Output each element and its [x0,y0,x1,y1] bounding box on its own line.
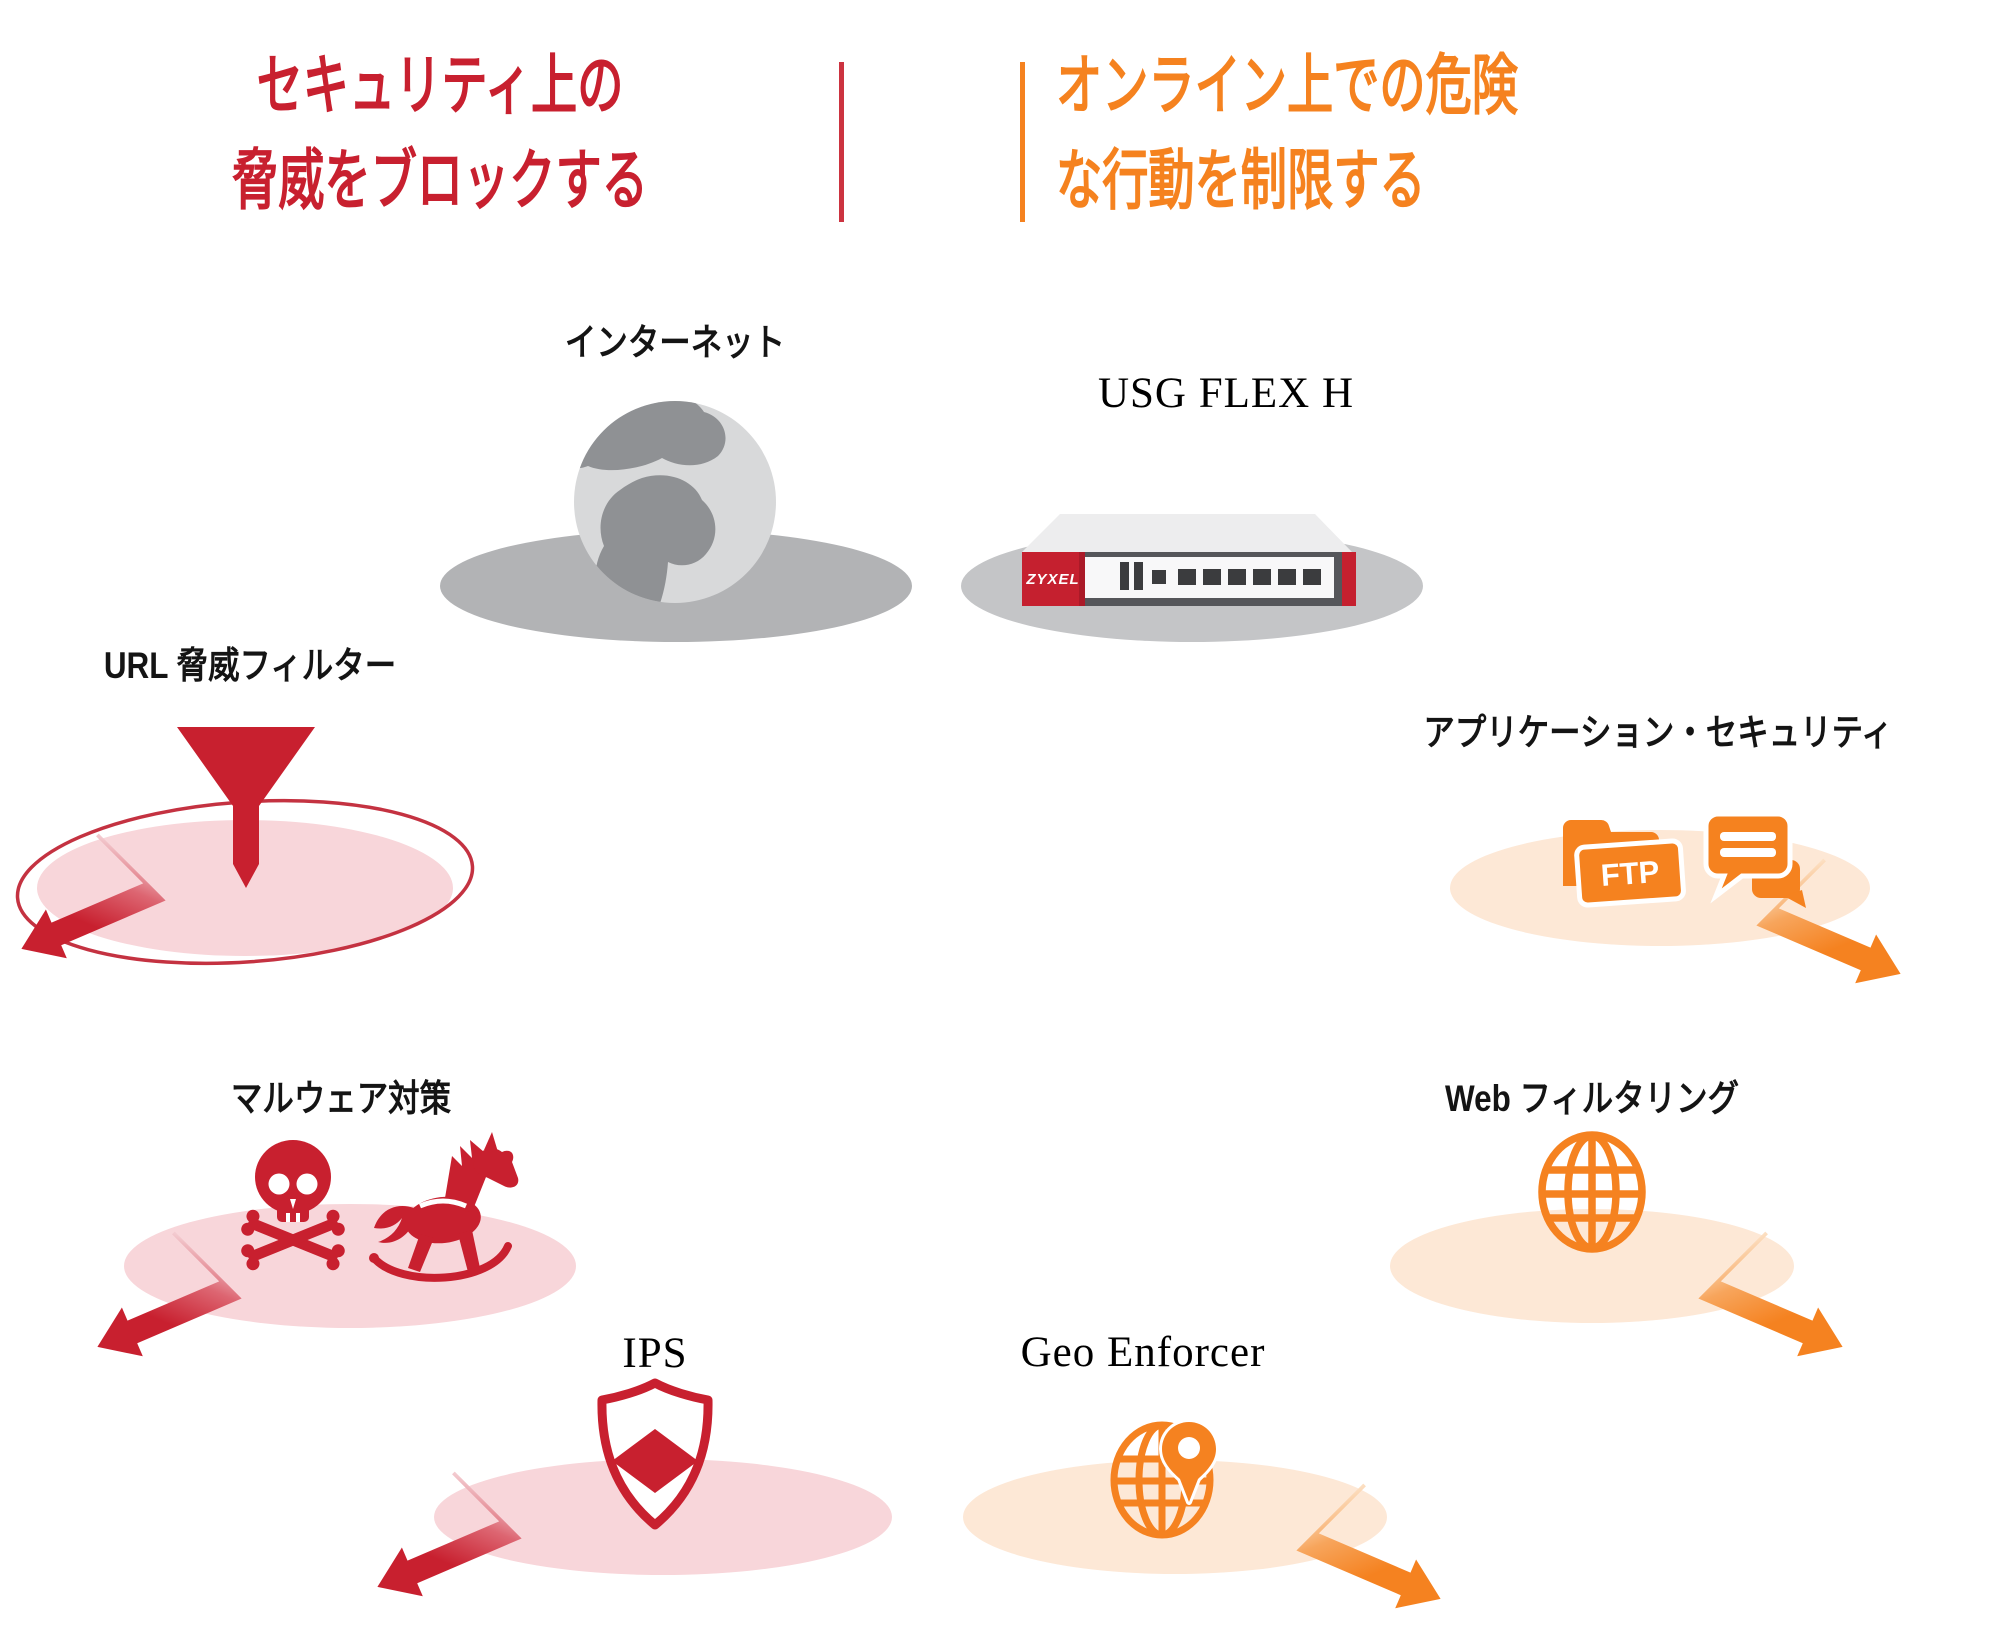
url-filter-platform-ellipse [37,820,453,956]
label-url-threat-filter: URL 脅威フィルター [103,645,397,686]
ftp-folder-and-chat-bubbles-icon: FTP [1563,811,1806,908]
wireframe-globe-icon [1538,1131,1646,1253]
device-brand-text: ZYXEL [1025,571,1079,588]
trojan-horse-icon [369,1132,519,1282]
funnel-icon [177,727,315,888]
label-ips: IPS [622,1330,688,1377]
label-usg-flex-h: USG FLEX H [1097,370,1355,417]
label-web-filtering: Web フィルタリング [1444,1078,1740,1119]
heading-restrict-behavior-line1: オンライン上での危険 [1056,48,1518,122]
divider-red [839,62,844,222]
label-anti-malware: マルウェア対策 [230,1078,452,1119]
label-geo-enforcer: Geo Enforcer [1020,1329,1266,1376]
heading-block-threats: セキュリティ上の 脅威をブロックする [143,38,737,228]
divider-orange [1020,62,1025,222]
heading-restrict-behavior-line2: な行動を制限する [1056,143,1426,217]
shield-diamond-icon [597,1378,713,1530]
geo-platform-ellipse [963,1460,1387,1574]
skull-crossbones-icon [241,1140,345,1271]
label-internet: インターネット [564,322,786,363]
heading-restrict-behavior: オンライン上での危険 な行動を制限する [1056,38,1716,228]
globe-icon [574,401,776,603]
heading-block-threats-line2: 脅威をブロックする [232,143,648,217]
web-filtering-platform-ellipse [1390,1209,1794,1323]
ftp-folder-text: FTP [1600,854,1661,893]
heading-block-threats-line1: セキュリティ上の [256,48,624,122]
globe-location-pin-icon [1110,1419,1219,1539]
label-application-security: アプリケーション・セキュリティ [1423,712,1893,753]
chat-bubbles-icon [1703,811,1806,908]
firewall-appliance-icon: ZYXEL [1022,514,1356,606]
